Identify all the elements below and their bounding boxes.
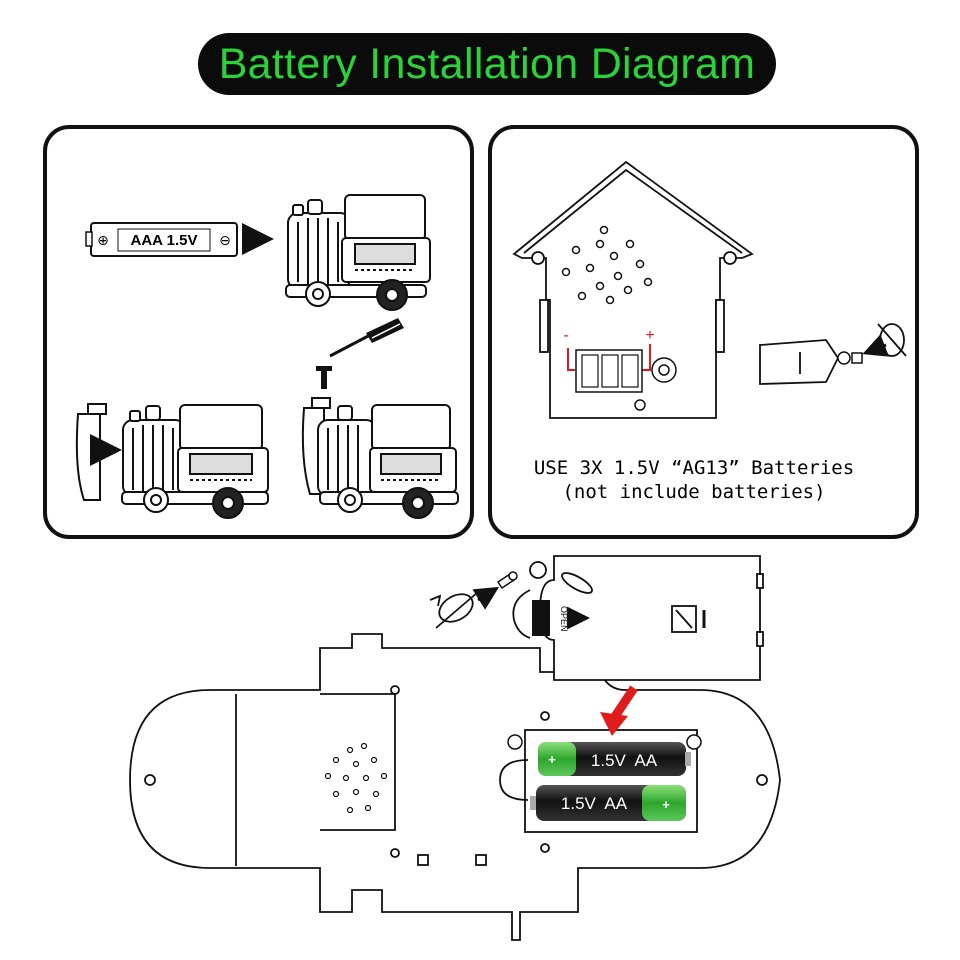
toy-train-icon (301, 397, 459, 519)
red-arrow-icon (600, 685, 638, 736)
compartment-cover-icon (759, 339, 840, 385)
rotate-screwdriver-icon (877, 323, 907, 357)
aaa-battery: ⊕ AAA 1.5V ⊖ (85, 222, 238, 257)
open-label: OPEN (559, 606, 569, 632)
battery-top-label: 1.5V AA (591, 751, 658, 770)
aaa-plus-symbol: ⊕ (97, 233, 109, 249)
title-banner: Battery Installation Diagram (198, 33, 776, 95)
rotate-screwdriver-icon (429, 591, 479, 629)
screw-icon (316, 366, 332, 389)
toy-train-icon (121, 404, 269, 519)
speaker-grill-icon (561, 225, 653, 305)
plus-mark: + (645, 327, 654, 344)
screw-icon (837, 351, 863, 365)
instruction-line-2: (not include batteries) (562, 481, 825, 503)
house-board-outline (512, 160, 754, 419)
screwdriver-icon (329, 318, 404, 358)
minus-mark: - (563, 327, 568, 344)
speaker-grill-icon (324, 742, 388, 814)
battery-bottom-label: 1.5V AA (561, 794, 628, 813)
battery-top-plus: + (548, 752, 556, 767)
aaa-battery-label: AAA 1.5V (131, 232, 198, 249)
screw-icon (496, 571, 518, 590)
aa-battery-top: + 1.5V AA (538, 742, 691, 776)
page-title: Battery Installation Diagram (218, 39, 756, 88)
aaa-minus-symbol: ⊖ (219, 233, 231, 249)
toy-train-icon (285, 194, 431, 311)
aa-battery-bottom: + 1.5V AA (530, 785, 686, 821)
arrow-screw-icon (862, 334, 890, 357)
button-cell-compartment: - + (563, 327, 677, 411)
arrow-screw-icon (472, 586, 500, 610)
instruction-line-1: USE 3X 1.5V “AG13” Batteries (534, 457, 854, 479)
battery-bottom-plus: + (662, 797, 670, 812)
battery-cover-icon (512, 555, 764, 681)
